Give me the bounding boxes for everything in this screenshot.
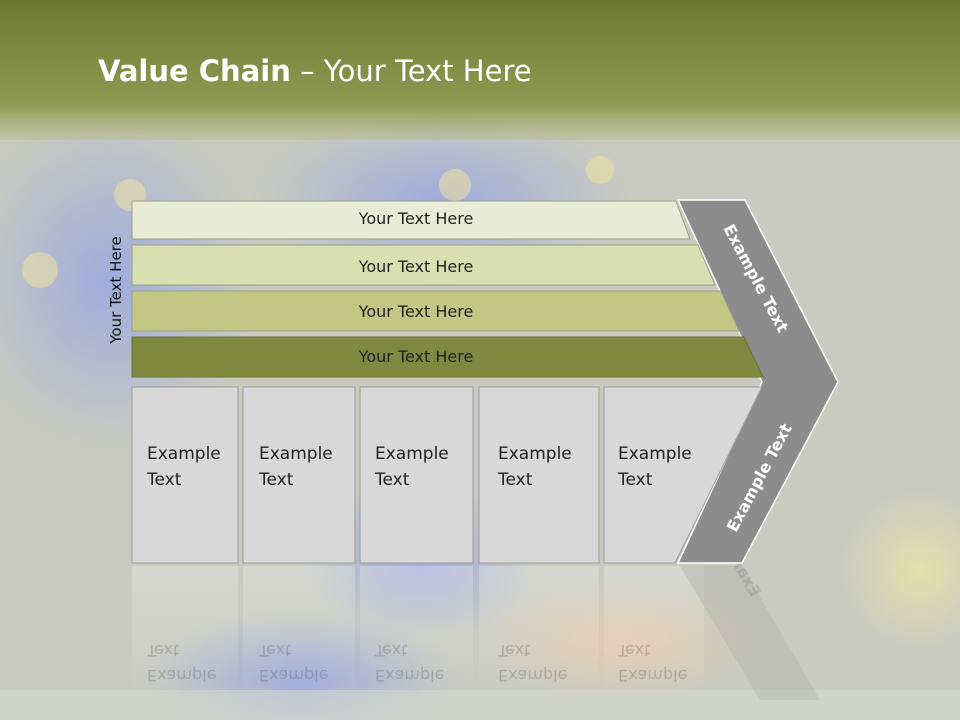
primary-activities: Example Text Example Text Example Text E… bbox=[131, 386, 763, 564]
primary-activity-label: Example bbox=[375, 444, 449, 464]
support-bar-label: Your Text Here bbox=[358, 209, 474, 228]
primary-activity-label: Text bbox=[497, 470, 533, 490]
primary-activity-box bbox=[131, 386, 239, 564]
slide-title: Value Chain – Your Text Here bbox=[98, 54, 532, 88]
reflection bbox=[132, 566, 820, 700]
reflected-label: Example bbox=[259, 666, 328, 685]
reflected-label: Text bbox=[617, 641, 650, 660]
primary-activity-label: Text bbox=[374, 470, 410, 490]
reflected-label: Text bbox=[146, 641, 179, 660]
margin-chevron-arrow bbox=[676, 199, 839, 564]
support-bar-label: Your Text Here bbox=[358, 347, 474, 366]
primary-activity-label: Example bbox=[498, 444, 572, 464]
reflected-label: Example bbox=[618, 666, 687, 685]
support-bar bbox=[131, 336, 764, 378]
support-bar bbox=[131, 290, 740, 332]
title-rest: – Your Text Here bbox=[290, 54, 532, 88]
reflected-label: Text bbox=[258, 641, 291, 660]
primary-activity-box bbox=[478, 386, 600, 564]
primary-activity-label: Text bbox=[146, 470, 182, 490]
support-bar-label: Your Text Here bbox=[358, 302, 474, 321]
flower-decoration bbox=[22, 156, 614, 288]
primary-activity-label: Text bbox=[617, 470, 653, 490]
primary-activity-label: Text bbox=[258, 470, 294, 490]
support-activities: Your Text Here Your Text Here Your Text … bbox=[131, 200, 764, 378]
reflected-label: Text bbox=[497, 641, 530, 660]
primary-activity-box bbox=[603, 386, 763, 564]
support-bar bbox=[131, 244, 716, 286]
reflected-label: Example bbox=[375, 666, 444, 685]
support-bar bbox=[131, 200, 691, 240]
support-bar-label: Your Text Here bbox=[358, 257, 474, 276]
primary-activity-label: Example bbox=[259, 444, 333, 464]
primary-activity-label: Example bbox=[147, 444, 221, 464]
side-label: Your Text Here bbox=[107, 236, 125, 344]
reflected-label: Example bbox=[147, 666, 216, 685]
primary-activity-box bbox=[359, 386, 474, 564]
reflected-label: Text bbox=[374, 641, 407, 660]
primary-activity-label: Example bbox=[618, 444, 692, 464]
title-bold: Value Chain bbox=[98, 54, 291, 88]
primary-activity-box bbox=[242, 386, 356, 564]
reflected-label: Example bbox=[498, 666, 567, 685]
